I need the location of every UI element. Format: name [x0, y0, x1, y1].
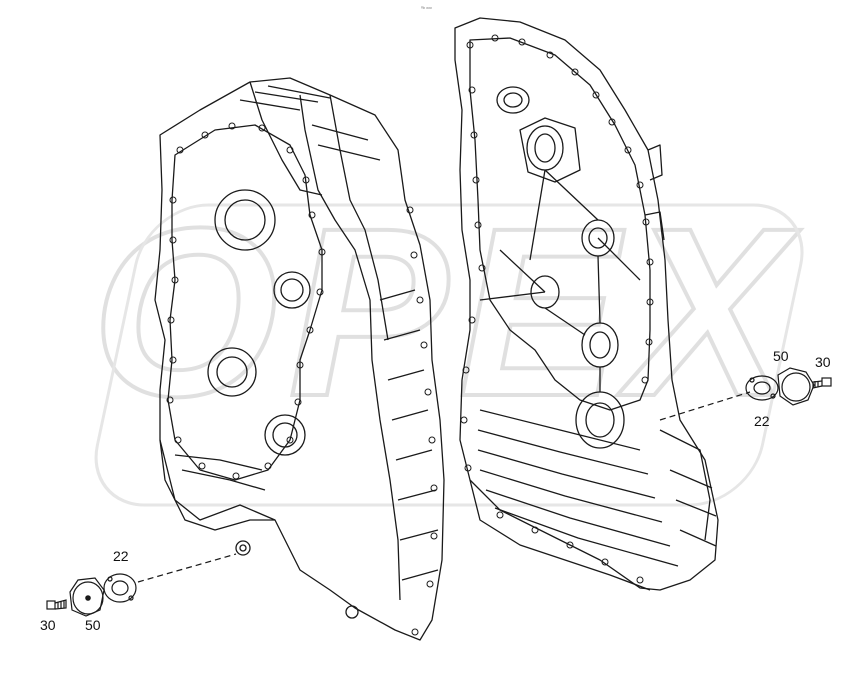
left-bolt	[46, 599, 67, 610]
left-cover-assembly	[46, 553, 237, 617]
right-flange-bolt-holes	[460, 34, 654, 584]
left-gasket	[103, 573, 137, 603]
header-mark: ⁰ᵇ ᵒᵒᵒ	[421, 6, 432, 12]
left-flange-bolt-holes	[166, 122, 438, 636]
right-gearbox-housing	[454, 17, 719, 591]
left-top-ribs	[239, 85, 381, 161]
left-housing-seam	[299, 94, 401, 601]
left-port-boss	[235, 540, 251, 556]
right-sump	[469, 479, 651, 591]
left-bore-4	[264, 414, 306, 456]
right-leader-line	[659, 391, 751, 421]
left-housing-outline	[154, 77, 445, 641]
right-housing-outline	[454, 17, 719, 591]
left-leader-line	[137, 553, 237, 583]
left-cover-plate	[69, 577, 105, 617]
callout-left-cover: 50	[85, 617, 101, 633]
right-spokes	[479, 169, 641, 392]
left-sump	[159, 439, 275, 531]
left-bore-1	[214, 189, 276, 251]
right-cover-plate	[777, 367, 815, 406]
watermark: OPEX	[90, 176, 804, 507]
left-flange-face	[167, 124, 323, 481]
left-bore-2	[273, 271, 311, 309]
left-bore-3	[207, 347, 257, 397]
right-gasket	[745, 375, 779, 401]
right-bore-sleeve	[519, 117, 581, 183]
right-bolt	[812, 377, 832, 389]
right-sump-fins	[477, 409, 717, 567]
callout-right-bolt: 30	[815, 354, 831, 370]
watermark-text: OPEX	[92, 178, 802, 446]
left-side-ribs	[379, 289, 439, 581]
right-cover-assembly	[659, 367, 832, 421]
callout-left-gasket: 22	[113, 548, 129, 564]
callout-right-cover: 50	[773, 348, 789, 364]
left-gearbox-housing	[154, 77, 445, 641]
callout-left-bolt: 30	[40, 617, 56, 633]
callout-right-gasket: 22	[754, 413, 770, 429]
right-bore-1	[496, 86, 530, 114]
watermark-frame	[94, 203, 804, 507]
right-flange-face	[469, 37, 651, 411]
left-drain-boss	[345, 605, 359, 619]
